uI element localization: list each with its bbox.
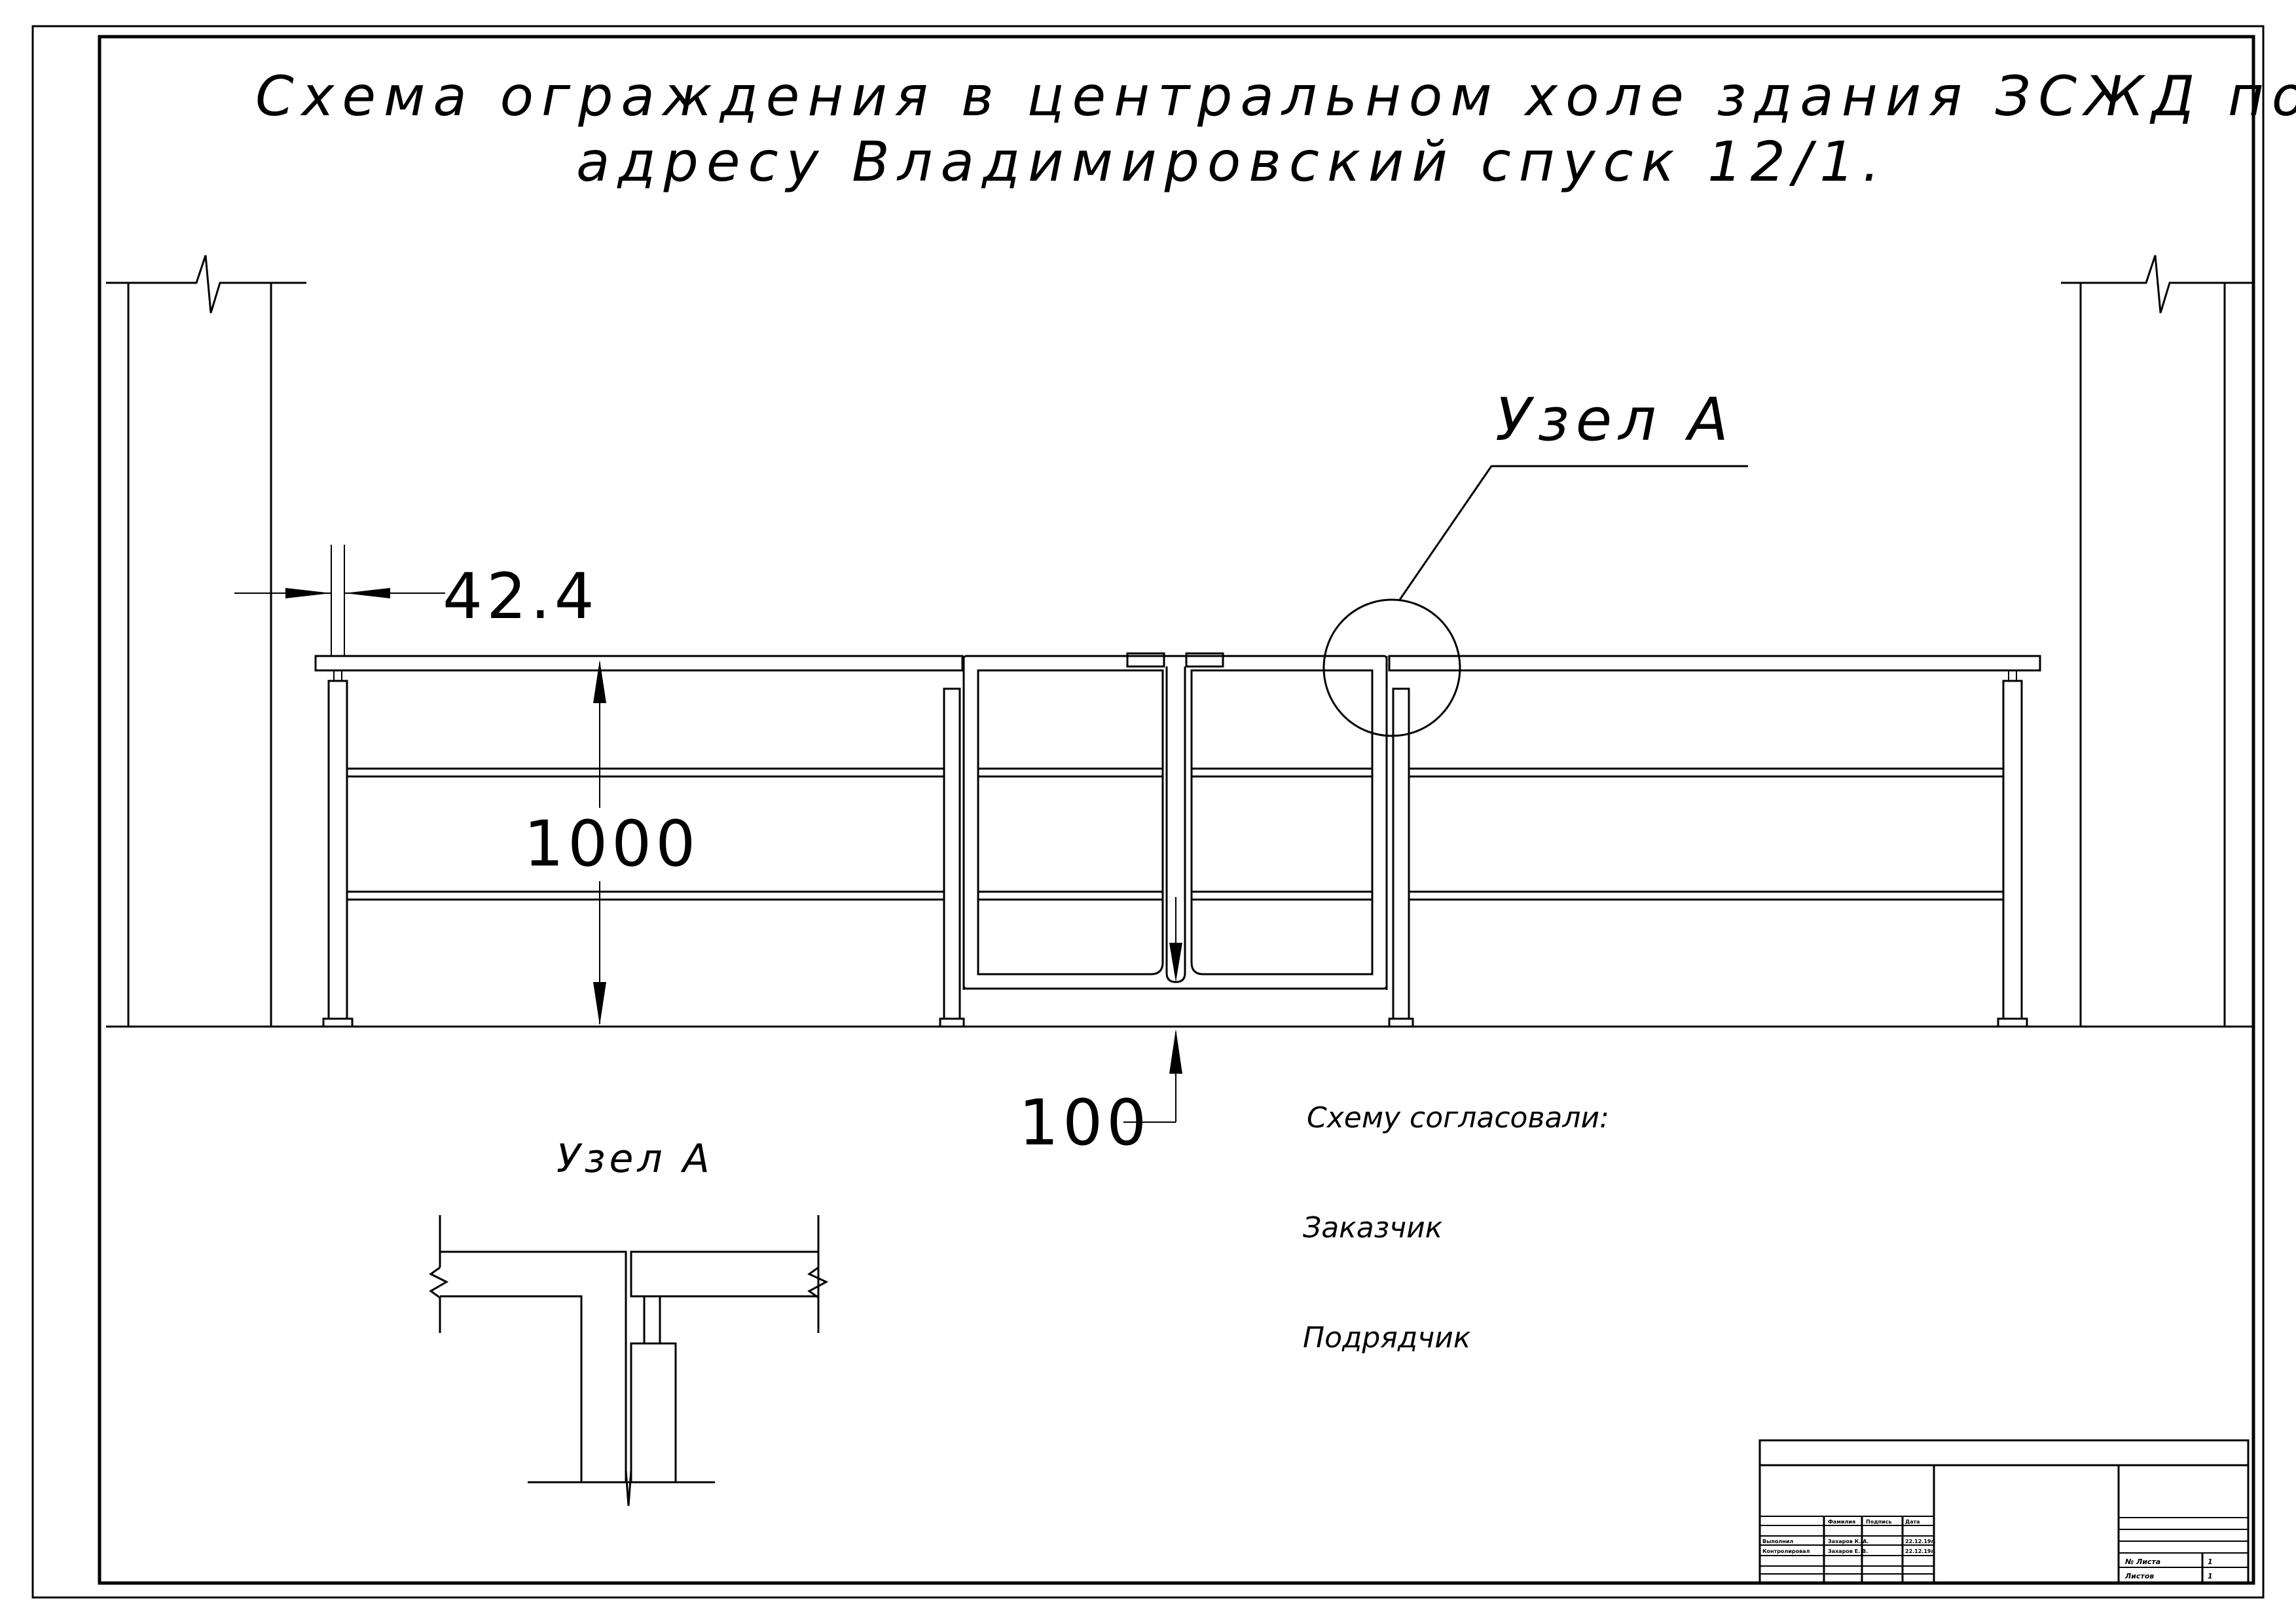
- tb-row1-date: 22.12.19г.: [1905, 1539, 1936, 1544]
- tb-row1-name: Захаров К. А.: [1828, 1539, 1868, 1544]
- node-a-callout-label: Узел А: [1495, 386, 1735, 454]
- dimension-railing-height-label: 1000: [524, 807, 699, 881]
- detail-title: Узел А: [556, 1136, 714, 1182]
- title-line-1: Схема ограждения в центральном холе здан…: [255, 64, 2296, 128]
- tb-row2-role: Контролировал: [1762, 1548, 1810, 1554]
- approval-customer: Заказчик: [1303, 1211, 1443, 1245]
- tb-col-signature: Подпись: [1866, 1519, 1892, 1525]
- left-railing: [314, 655, 965, 1028]
- tb-col-date: Дата: [1905, 1519, 1920, 1525]
- dimension-post-diameter: [234, 545, 445, 656]
- node-a-callout: [1322, 465, 1748, 737]
- approval-contractor: Подрядчик: [1303, 1321, 1471, 1355]
- gate: [962, 652, 1388, 990]
- tb-sheets-value: 1: [2208, 1572, 2213, 1580]
- dimension-gate-clearance: [1123, 1029, 1182, 1123]
- dimension-gate-clearance-label: 100: [1019, 1086, 1150, 1159]
- tb-row2-name: Захаров Е. В.: [1828, 1548, 1868, 1554]
- tb-sheet-no-value: 1: [2208, 1558, 2213, 1566]
- tb-row1-role: Выполнил: [1762, 1539, 1793, 1544]
- tb-row2-date: 22.12.19г.: [1905, 1548, 1936, 1554]
- inner-frame: [98, 35, 2255, 1585]
- title-block: [1758, 1439, 2250, 1584]
- tb-sheet-no-label: № Листа: [2124, 1558, 2160, 1566]
- detail-node-a: [429, 1215, 829, 1506]
- dimension-railing-height: [593, 660, 606, 1025]
- approval-heading: Схему согласовали:: [1307, 1101, 1609, 1135]
- outer-frame: [31, 25, 2265, 1599]
- title-line-2: адресу Владимировский спуск 12/1.: [576, 130, 1887, 194]
- right-railing: [1388, 655, 2041, 1028]
- dimension-post-diameter-label: 42.4: [443, 560, 598, 633]
- tb-sheets-label: Листов: [2124, 1572, 2154, 1580]
- left-wall: [106, 255, 306, 1027]
- tb-col-surname: Фамилия: [1828, 1519, 1855, 1525]
- right-wall: [2061, 255, 2255, 1027]
